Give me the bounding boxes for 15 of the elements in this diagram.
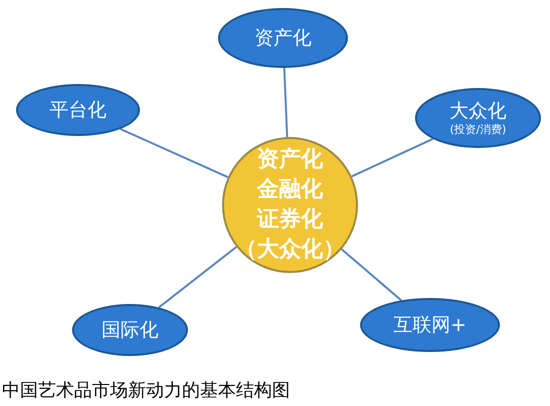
node-text: 金融化 bbox=[257, 176, 323, 204]
node-text: 证券化 bbox=[257, 206, 323, 234]
caption: 中国艺术品市场新动力的基本结构图 bbox=[2, 379, 290, 403]
node-text: 平台化 bbox=[50, 98, 106, 122]
connector-line bbox=[283, 68, 288, 138]
node-text: （大众化） bbox=[235, 236, 345, 264]
connector-line bbox=[351, 138, 434, 178]
node-text: 资产化 bbox=[254, 26, 312, 50]
connector-line bbox=[158, 246, 238, 308]
node-text: 国际化 bbox=[102, 318, 158, 342]
node-text: 资产化 bbox=[257, 146, 323, 174]
node-text: 大众化 bbox=[450, 99, 506, 123]
node-text: 互联网+ bbox=[394, 313, 466, 337]
connector-line bbox=[120, 128, 228, 178]
node-text: (投资/消费) bbox=[450, 123, 506, 137]
